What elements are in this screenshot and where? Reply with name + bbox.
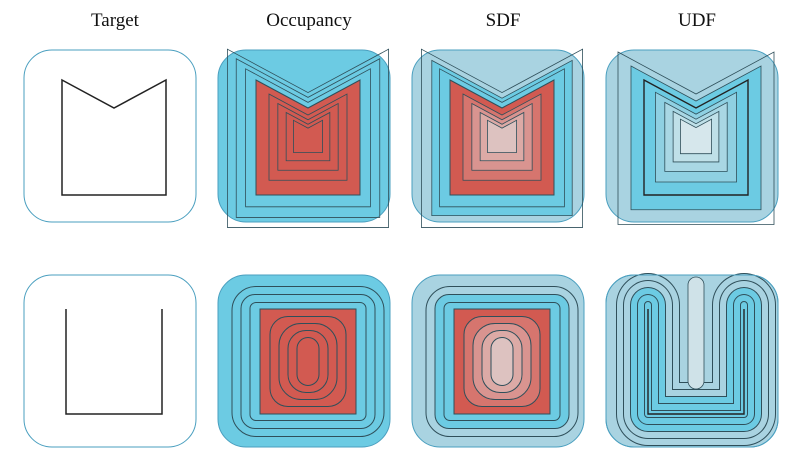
- title-udf: UDF: [677, 10, 716, 31]
- occupancy-contour-in-0: [268, 93, 348, 181]
- occupancy-contour-out-0: [226, 48, 390, 228]
- occupancy-u-inside: [259, 308, 357, 415]
- udf-contour-in-3: [680, 118, 712, 155]
- sdf-contour-in-3: [487, 119, 517, 153]
- udf-contour-out: [617, 51, 775, 225]
- occupancy-contour-in-1: [277, 102, 339, 171]
- sdf-u-contour-in-3: [490, 337, 514, 386]
- title-sdf: SDF: [485, 10, 521, 31]
- udf-u-zero-level: [647, 309, 745, 415]
- occupancy-u-contour-in-2: [287, 330, 329, 393]
- occupancy-contour-out-2: [245, 68, 371, 208]
- sdf-u-contour-mid: [443, 302, 561, 421]
- occupancy-u-contour-in-0: [269, 316, 347, 407]
- target-panel-notch: [23, 49, 197, 223]
- sdf-contour-out-0: [420, 48, 583, 228]
- udf-panel-u-frame: [605, 274, 779, 448]
- title-target: Target: [91, 10, 139, 31]
- occupancy-u-contour-in-1: [278, 323, 338, 400]
- occupancy-u-contour-out-1: [240, 294, 376, 429]
- target-panel-u: [23, 274, 197, 448]
- target-shape-u: [65, 309, 163, 415]
- occupancy-contour-in-2: [285, 111, 331, 162]
- udf-u-ridge: [687, 276, 705, 390]
- title-occupancy: Occupancy: [266, 10, 352, 31]
- occupancy-inside-region: [255, 79, 361, 196]
- occupancy-u-contour-in-3: [296, 337, 320, 386]
- occupancy-u-contour-out-2: [249, 302, 367, 421]
- target-shape-notch: [61, 78, 167, 196]
- sdf-u-contour-out: [425, 286, 579, 437]
- occupancy-contour-out-1: [235, 58, 381, 218]
- sdf-contour-out-1: [439, 68, 565, 208]
- occupancy-contour-in-3: [293, 119, 323, 153]
- occupancy-u-contour-out-0: [231, 286, 385, 437]
